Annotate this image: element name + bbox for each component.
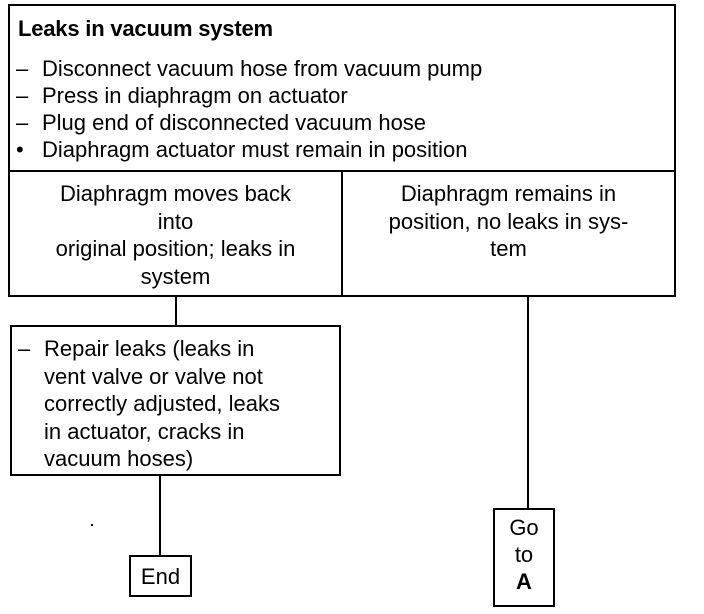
step-item: –Press in diaphragm on actuator	[16, 83, 348, 109]
repair-line: vacuum hoses)	[44, 446, 194, 471]
end-box: End	[129, 555, 192, 597]
step-item: –Disconnect vacuum hose from vacuum pump	[16, 56, 482, 82]
steps-box: –Disconnect vacuum hose from vacuum pump…	[8, 47, 676, 172]
step-text: Plug end of disconnected vacuum hose	[42, 110, 427, 135]
step-text: Diaphragm actuator must remain in positi…	[42, 137, 468, 162]
goto-line: to	[514, 542, 534, 567]
outcome-leaks-box: Diaphragm moves back into original posit…	[8, 170, 343, 297]
repair-line: vent valve or valve not	[44, 363, 263, 389]
outcome-no-leaks-box: Diaphragm remains in position, no leaks …	[341, 170, 676, 297]
end-label: End	[140, 564, 181, 589]
step-marker: –	[16, 56, 29, 81]
connector-line	[527, 297, 529, 508]
goto-line: Go	[509, 515, 539, 540]
outcome-line: Diaphragm moves back	[59, 181, 292, 206]
title-box: Leaks in vacuum system	[8, 4, 676, 49]
diagram-title: Leaks in vacuum system	[18, 16, 273, 41]
step-item: • Diaphragm actuator must remain in posit…	[16, 137, 468, 163]
step-marker: –	[16, 110, 29, 135]
outcome-line: tem	[490, 236, 527, 261]
goto-box: Go to A	[493, 508, 555, 607]
step-text: Disconnect vacuum hose from vacuum pump	[42, 56, 483, 81]
scan-speck	[91, 524, 93, 526]
outcome-line: Diaphragm remains in	[400, 181, 617, 206]
repair-box: –Repair leaks (leaks in vent valve or va…	[10, 325, 341, 476]
repair-line: in actuator, cracks in	[44, 418, 245, 444]
step-item: –Plug end of disconnected vacuum hose	[16, 110, 426, 136]
repair-line: correctly adjusted, leaks	[44, 391, 280, 416]
repair-marker: –	[18, 336, 31, 361]
repair-first-line: –Repair leaks (leaks in	[18, 335, 280, 363]
repair-line: Repair leaks (leaks in	[44, 336, 255, 361]
goto-target: A	[516, 569, 532, 594]
connector-line	[159, 476, 161, 555]
step-text: Press in diaphragm on actuator	[42, 83, 348, 108]
goto-text: Go to A	[495, 514, 553, 595]
step-marker: –	[16, 83, 29, 108]
connector-line	[175, 297, 177, 325]
outcome-line: position, no leaks in sys-	[388, 208, 629, 234]
repair-text: –Repair leaks (leaks in vent valve or va…	[18, 335, 280, 473]
outcome-no-leaks-text: Diaphragm remains in position, no leaks …	[343, 180, 674, 263]
outcome-leaks-text: Diaphragm moves back into original posit…	[10, 180, 341, 290]
step-marker: •	[16, 137, 24, 162]
outcome-line: system	[140, 263, 211, 289]
outcome-line: original position; leaks in	[55, 236, 296, 261]
outcome-line: into	[157, 208, 194, 234]
